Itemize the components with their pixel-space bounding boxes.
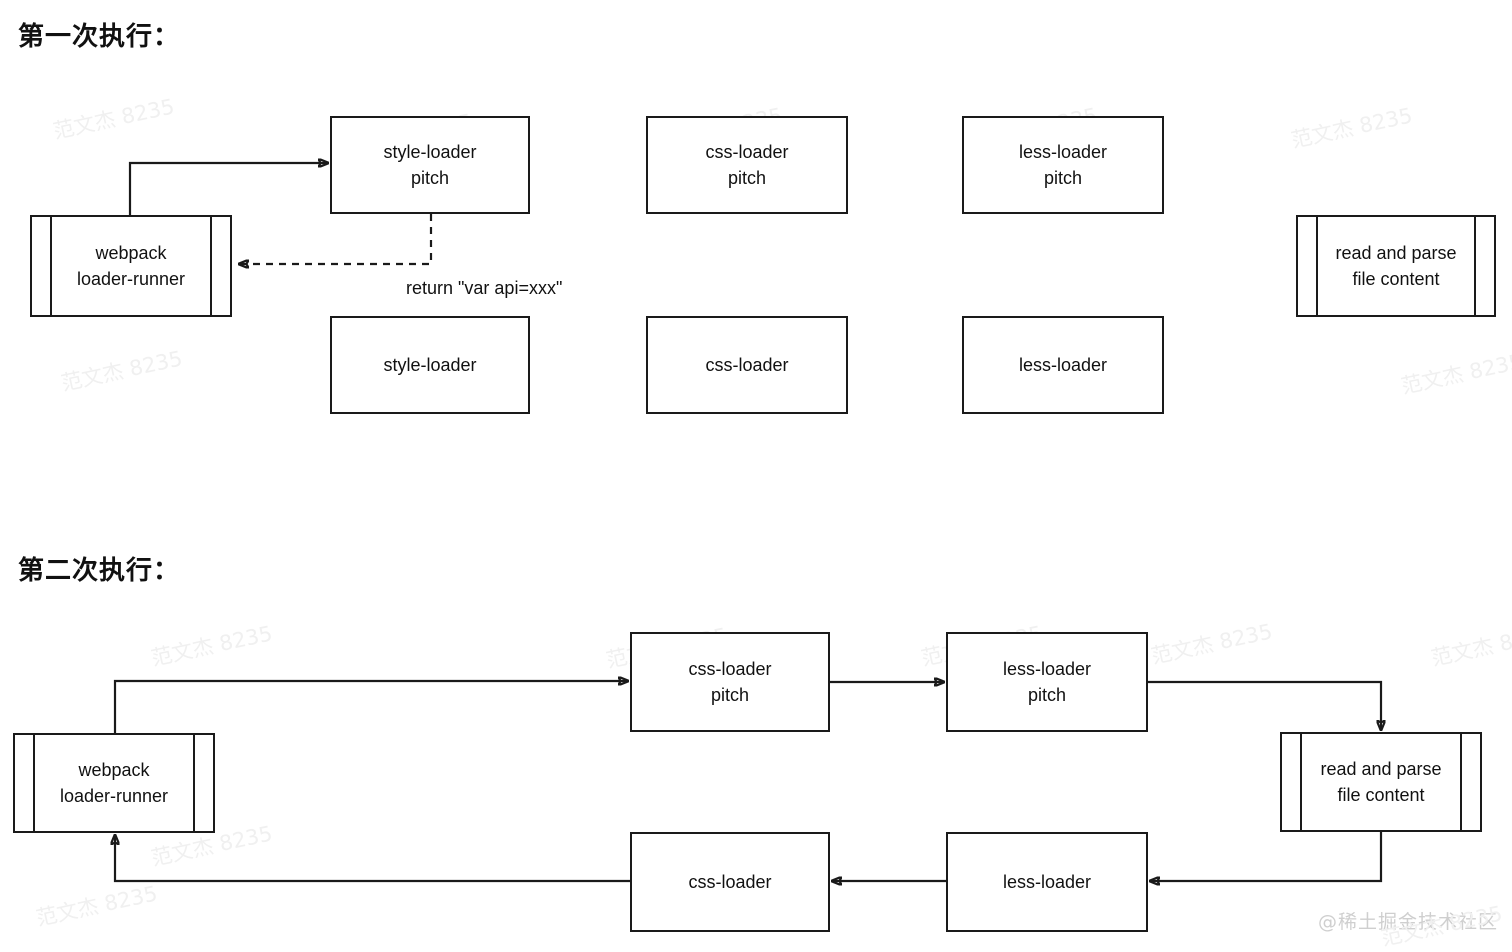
edge2-less-pitch-to-read-parse	[1148, 680, 1381, 730]
node-less-loader[interactable]: less-loader	[962, 316, 1164, 414]
node-less-loader-pitch[interactable]: less-loader pitch	[962, 116, 1164, 214]
node2-css-loader[interactable]: css-loader	[630, 832, 830, 932]
node-webpack-loader-runner[interactable]: webpack loader-runner	[30, 215, 232, 317]
node2-less-loader[interactable]: less-loader	[946, 832, 1148, 932]
node2-webpack-loader-runner[interactable]: webpack loader-runner	[13, 733, 215, 833]
node-read-and-parse-file-content[interactable]: read and parse file content	[1296, 215, 1496, 317]
brand-watermark: @稀土掘金技术社区	[1317, 911, 1498, 933]
node2-css-loader-pitch[interactable]: css-loader pitch	[630, 632, 830, 732]
edge-style-pitch-return-to-webpack	[239, 214, 433, 264]
edge-label-return-var-api: return "var api=xxx"	[406, 278, 563, 298]
section-heading-first-run: 第一次执行：	[18, 22, 181, 52]
section-heading-second-run: 第二次执行：	[18, 556, 181, 586]
edge-webpack-to-style-pitch	[128, 163, 328, 215]
edge2-css-loader-to-webpack	[115, 835, 630, 883]
node-css-loader-pitch[interactable]: css-loader pitch	[646, 116, 848, 214]
edge2-webpack-to-css-pitch	[113, 681, 628, 733]
node2-read-and-parse-file-content[interactable]: read and parse file content	[1280, 732, 1482, 832]
node2-less-loader-pitch[interactable]: less-loader pitch	[946, 632, 1148, 732]
node-style-loader-pitch[interactable]: style-loader pitch	[330, 116, 530, 214]
edge2-read-parse-to-less-loader	[1150, 832, 1383, 881]
node-css-loader[interactable]: css-loader	[646, 316, 848, 414]
node-style-loader[interactable]: style-loader	[330, 316, 530, 414]
